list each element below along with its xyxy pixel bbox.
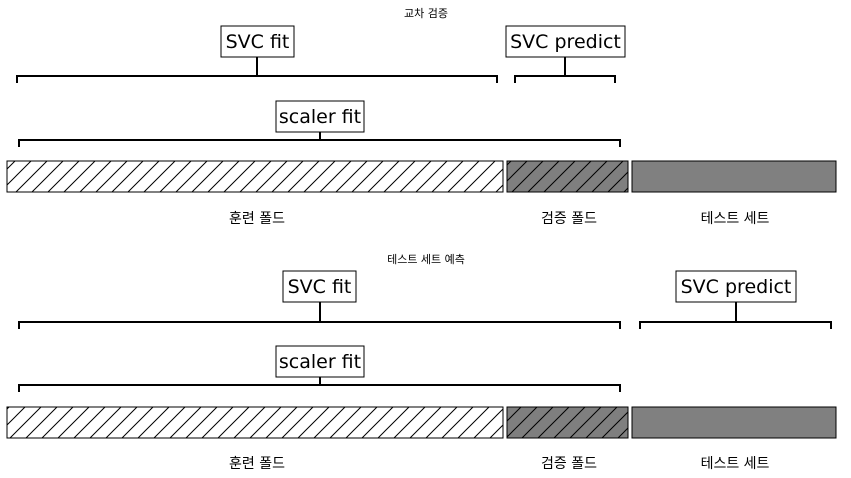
train-fold-segment [6, 406, 504, 439]
test-set-segment [631, 160, 837, 193]
validation-fold-segment [506, 160, 629, 193]
panel-title: 교차 검증 [404, 7, 448, 20]
train-fold-label: 훈련 폴드 [229, 211, 285, 227]
svc-fit-box [282, 270, 357, 303]
train-fold-label: 훈련 폴드 [229, 456, 285, 472]
scaler-fit-bracket [18, 377, 621, 392]
svc-predict-box [505, 25, 626, 58]
svc-fit-box [220, 25, 295, 58]
validation-fold-segment [506, 406, 629, 439]
test-set-label: 테스트 세트 [701, 211, 770, 227]
validation-fold-label: 검증 폴드 [541, 456, 597, 472]
panel-cross-validation: 교차 검증 SVC fit SVC predict scaler fit 훈 [6, 7, 837, 227]
scaler-fit-box [275, 100, 365, 133]
svc-fit-label: SVC fit [226, 31, 290, 53]
test-set-segment [631, 406, 837, 439]
panel-test-prediction: 테스트 세트 예측 SVC fit SVC predict scaler fit [6, 253, 837, 472]
train-fold-segment [6, 160, 504, 193]
svc-predict-label: SVC predict [681, 276, 792, 298]
panel-title: 테스트 세트 예측 [387, 253, 465, 266]
svc-predict-bracket [514, 57, 616, 83]
svc-fit-label: SVC fit [288, 276, 352, 298]
scaler-fit-box [275, 345, 365, 378]
test-set-label: 테스트 세트 [701, 456, 770, 472]
validation-fold-label: 검증 폴드 [541, 211, 597, 227]
svc-fit-bracket [18, 302, 621, 329]
scaler-fit-label: scaler fit [279, 351, 361, 373]
svc-fit-bracket [16, 57, 498, 83]
svc-predict-box [675, 270, 797, 303]
svc-predict-bracket [639, 302, 832, 329]
scaler-fit-bracket [18, 132, 621, 147]
svc-predict-label: SVC predict [510, 31, 621, 53]
scaler-fit-label: scaler fit [279, 106, 361, 128]
